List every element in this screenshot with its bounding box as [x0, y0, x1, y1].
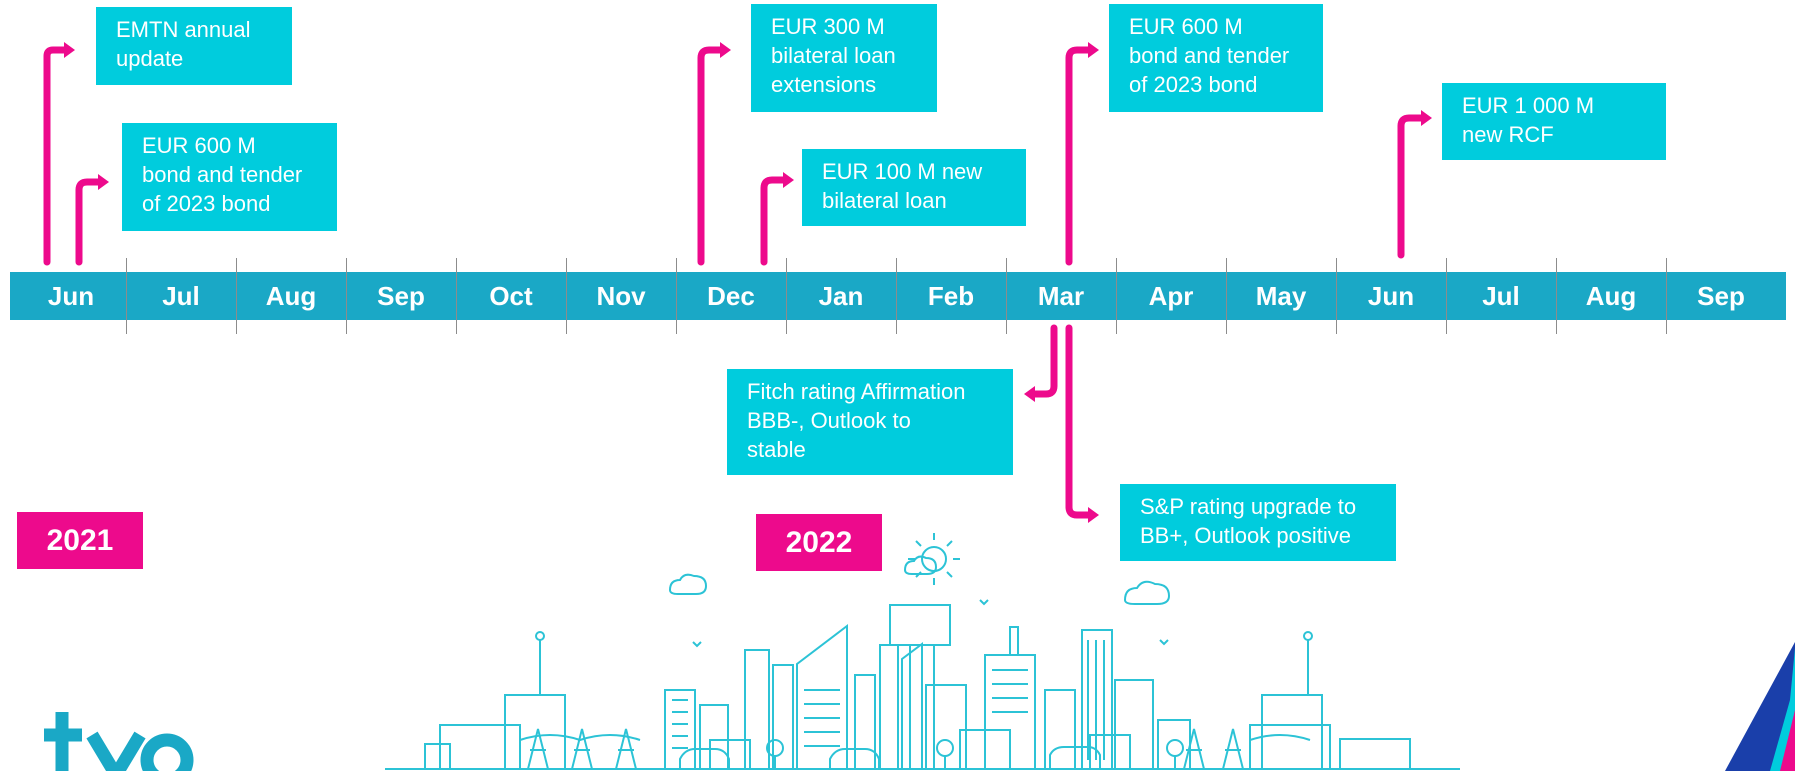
month-divider	[126, 258, 127, 334]
connector-emtn	[43, 46, 70, 266]
month-divider	[1116, 258, 1117, 334]
arrowhead-fitch	[1024, 386, 1035, 402]
month-apr-2022: Apr	[1148, 280, 1194, 311]
connector-rcf	[1397, 114, 1427, 259]
month-divider	[236, 258, 237, 334]
month-mar-2022: Mar	[1037, 280, 1085, 311]
month-oct-2021: Oct	[489, 280, 533, 311]
event-new-rcf: EUR 1 000 M new RCF	[1442, 83, 1666, 160]
month-jun-2021: Jun	[47, 280, 95, 311]
connector-bond-2022	[1065, 46, 1094, 266]
event-sp-rating: S&P rating upgrade to BB+, Outlook posit…	[1120, 484, 1396, 561]
month-divider	[1006, 258, 1007, 334]
event-loan-extensions: EUR 300 M bilateral loan extensions	[751, 4, 937, 112]
month-divider	[1336, 258, 1337, 334]
month-divider	[456, 258, 457, 334]
arrowhead-bond-2021	[98, 174, 109, 190]
month-divider	[1666, 258, 1667, 334]
month-divider	[346, 258, 347, 334]
year-badge-2022: 2022	[756, 514, 882, 571]
month-divider	[896, 258, 897, 334]
arrowhead-rcf	[1421, 110, 1432, 126]
connector-fitch	[1029, 324, 1058, 398]
connector-loan-ext	[697, 46, 726, 266]
connector-loan-new	[760, 176, 789, 266]
arrowhead-sp	[1088, 507, 1099, 523]
month-may-2022: May	[1255, 280, 1307, 311]
timeline-bar	[10, 272, 1786, 320]
month-jul-2021: Jul	[162, 280, 200, 311]
city-skyline-illustration	[385, 533, 1460, 770]
month-divider	[1226, 258, 1227, 334]
year-badge-2021: 2021	[17, 512, 143, 569]
arrowhead-loan-new	[783, 172, 794, 188]
month-feb-2022: Feb	[927, 280, 975, 311]
month-aug-2021: Aug	[265, 280, 317, 311]
event-new-bilateral-loan: EUR 100 M new bilateral loan	[802, 149, 1026, 226]
connector-bond-2021	[75, 178, 104, 266]
event-fitch-rating: Fitch rating Affirmation BBB-, Outlook t…	[727, 369, 1013, 475]
arrowhead-loan-ext	[720, 42, 731, 58]
month-divider	[786, 258, 787, 334]
month-divider	[1556, 258, 1557, 334]
event-bond-tender-2022: EUR 600 M bond and tender of 2023 bond	[1109, 4, 1323, 112]
connector-sp	[1065, 324, 1094, 519]
month-nov-2021: Nov	[596, 280, 646, 311]
corner-decoration	[1725, 642, 1795, 771]
arrowhead-emtn	[64, 42, 75, 58]
tvo-logo	[44, 712, 194, 771]
event-emtn-annual-update: EMTN annual update	[96, 7, 292, 85]
month-aug-2022: Aug	[1585, 280, 1637, 311]
month-divider	[676, 258, 677, 334]
month-jul-2022: Jul	[1482, 280, 1520, 311]
month-jun-2022: Jun	[1367, 280, 1415, 311]
month-jan-2022: Jan	[818, 280, 864, 311]
month-divider	[1446, 258, 1447, 334]
event-bond-tender-2021: EUR 600 M bond and tender of 2023 bond	[122, 123, 337, 231]
month-sep-2021: Sep	[377, 280, 425, 311]
event-connectors	[43, 46, 1427, 519]
connector-arrowheads	[64, 42, 1432, 523]
arrowhead-bond-2022	[1088, 42, 1099, 58]
month-dec-2021: Dec	[707, 280, 755, 311]
month-divider	[566, 258, 567, 334]
month-sep-2022: Sep	[1697, 280, 1745, 311]
